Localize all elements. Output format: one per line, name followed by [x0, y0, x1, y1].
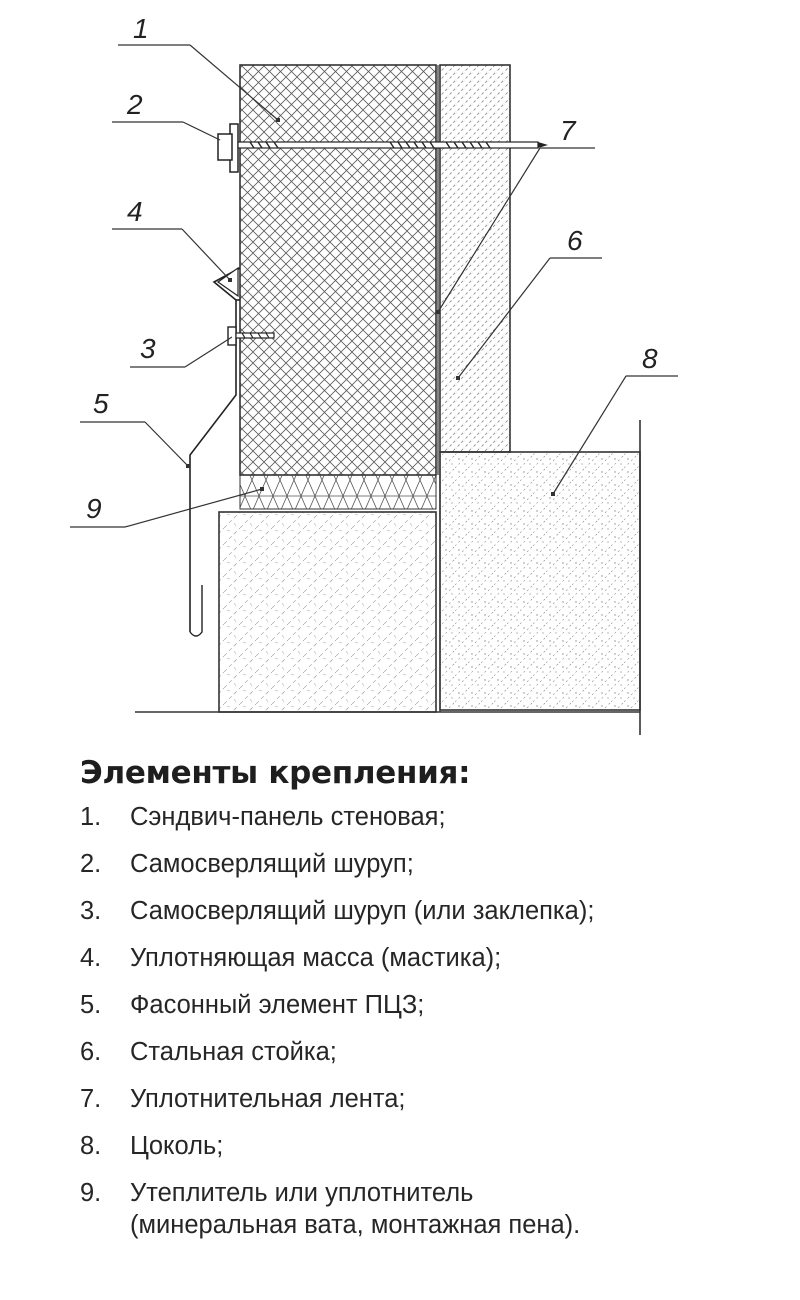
legend-item: 5. Фасонный элемент ПЦЗ; — [80, 989, 780, 1021]
legend-item-number: 2. — [80, 850, 102, 878]
legend-item-number: 5. — [80, 991, 102, 1019]
legend-item-text: Утеплитель или уплотнитель (минеральная в… — [130, 1177, 780, 1241]
legend-title: Элементы крепления: — [80, 755, 471, 791]
legend-item-number: 3. — [80, 897, 102, 925]
sandwich-panel — [239, 64, 437, 476]
legend-item: 8. Цоколь; — [80, 1130, 780, 1162]
steel-post — [439, 64, 511, 453]
legend-item: 7. Уплотнительная лента; — [80, 1083, 780, 1115]
insulation-strip — [239, 474, 437, 510]
svg-text:7: 7 — [560, 115, 577, 146]
callout-7: 7 — [436, 115, 595, 314]
svg-text:9: 9 — [86, 493, 102, 524]
legend-item-number: 6. — [80, 1038, 102, 1066]
callout-9: 9 — [70, 487, 264, 528]
legend-item-text: Фасонный элемент ПЦЗ; — [130, 989, 780, 1021]
svg-text:1: 1 — [133, 13, 149, 44]
legend-item-text: Уплотнительная лента; — [130, 1083, 780, 1115]
svg-text:2: 2 — [126, 89, 143, 120]
plinth — [439, 451, 641, 711]
legend-item-line: Цоколь; — [130, 1132, 224, 1160]
legend: Элементы крепления: 1. Сэндвич-панель сте… — [80, 755, 780, 1256]
callout-1: 1 — [118, 13, 280, 122]
legend-item-line: Фасонный элемент ПЦЗ; — [130, 991, 425, 1019]
legend-item-line: Самосверлящий шуруп (или заклепка); — [130, 897, 595, 925]
callout-3: 3 — [130, 333, 233, 368]
foundation-block — [218, 511, 437, 713]
legend-item-number: 4. — [80, 944, 102, 972]
legend-item-text: Цоколь; — [130, 1130, 780, 1162]
legend-item: 2. Самосверлящий шуруп; — [80, 848, 780, 880]
legend-item: 1. Сэндвич-панель стеновая; — [80, 801, 780, 833]
legend-item-line: Сэндвич-панель стеновая; — [130, 803, 446, 831]
svg-text:3: 3 — [140, 333, 156, 364]
legend-item-number: 7. — [80, 1085, 102, 1113]
legend-item-text: Самосверлящий шуруп; — [130, 848, 780, 880]
screw-lower — [227, 326, 275, 346]
legend-item-text: Уплотняющая масса (мастика); — [130, 942, 780, 974]
legend-item: 4. Уплотняющая масса (мастика); — [80, 942, 780, 974]
legend-item-line: Уплотнительная лента; — [130, 1085, 406, 1113]
fastening-diagram: 1 2 4 3 5 9 7 6 — [70, 13, 678, 735]
svg-text:4: 4 — [127, 196, 143, 227]
legend-item-line: Утеплитель или уплотнитель — [130, 1179, 474, 1207]
legend-item-number: 9. — [80, 1179, 102, 1207]
legend-item-line: Стальная стойка; — [130, 1038, 337, 1066]
callout-2: 2 — [112, 89, 221, 141]
svg-text:5: 5 — [93, 388, 109, 419]
legend-item: 6. Стальная стойка; — [80, 1036, 780, 1068]
svg-text:6: 6 — [567, 225, 583, 256]
svg-text:8: 8 — [642, 343, 658, 374]
callout-6: 6 — [456, 225, 602, 380]
legend-item-text: Стальная стойка; — [130, 1036, 780, 1068]
legend-list: 1. Сэндвич-панель стеновая; 2. Самосверлящи… — [80, 801, 780, 1241]
legend-item: 3. Самосверлящий шуруп (или заклепка); — [80, 895, 780, 927]
legend-item: 9. Утеплитель или уплотнитель (минеральная… — [80, 1177, 780, 1241]
legend-item-number: 1. — [80, 803, 102, 831]
callout-8: 8 — [551, 343, 678, 496]
legend-item-text: Сэндвич-панель стеновая; — [130, 801, 780, 833]
legend-item-line: Уплотняющая масса (мастика); — [130, 944, 502, 972]
legend-item-line: Самосверлящий шуруп; — [130, 850, 414, 878]
legend-item-number: 8. — [80, 1132, 102, 1160]
flashing-element — [189, 267, 241, 637]
callout-5: 5 — [80, 388, 190, 468]
legend-item-line: (минеральная вата, монтажная пена). — [130, 1211, 581, 1239]
screw-top — [217, 123, 548, 173]
callout-4: 4 — [112, 196, 232, 282]
legend-item-text: Самосверлящий шуруп (или заклепка); — [130, 895, 780, 927]
